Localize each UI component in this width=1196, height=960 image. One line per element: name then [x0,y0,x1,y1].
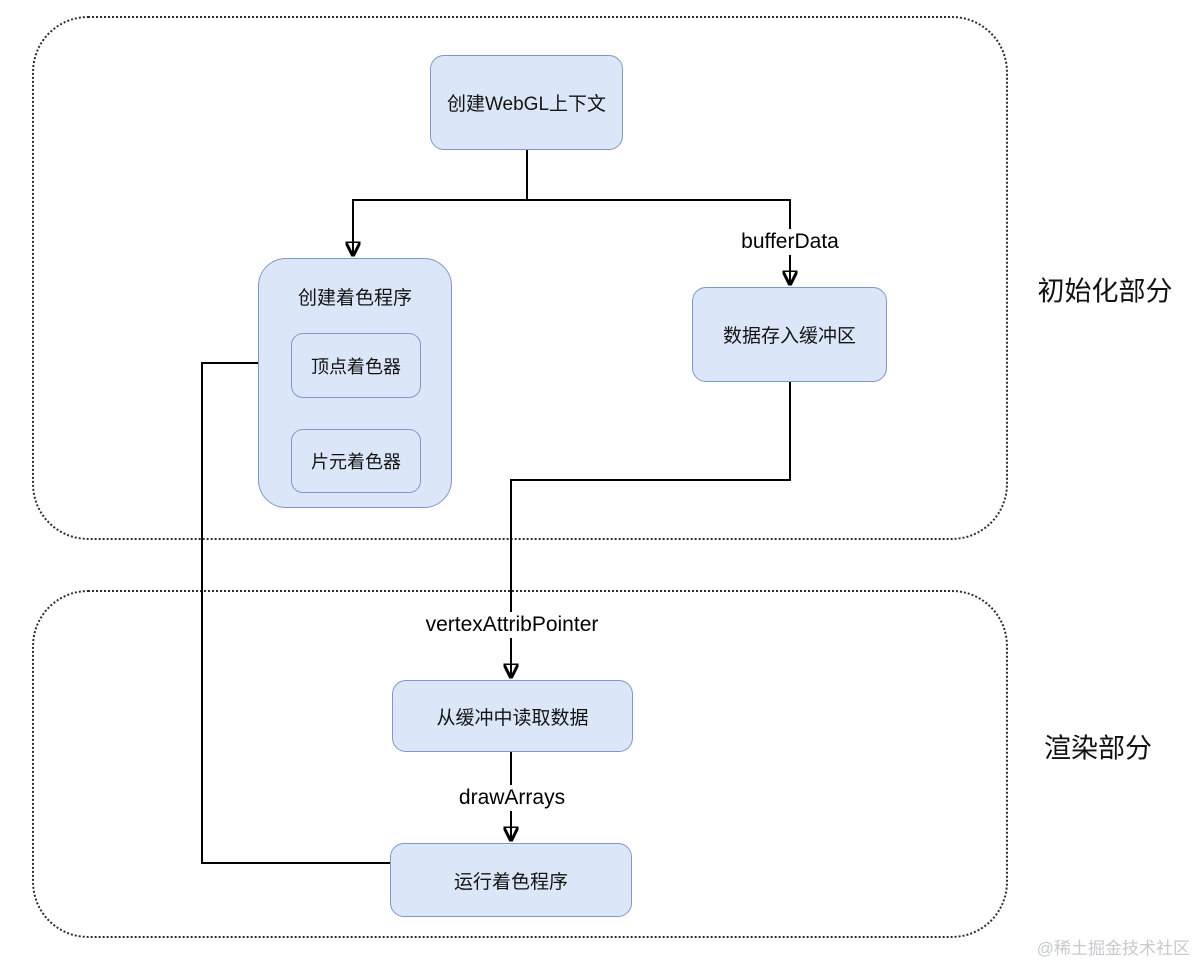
node-vertex-shader: 顶点着色器 [291,333,421,398]
init-section-title: 初始化部分 [1037,276,1173,307]
node-create-shader-program: 创建着色程序 顶点着色器 片元着色器 [258,258,452,508]
node-store-data-in-buffer: 数据存入缓冲区 [692,287,887,382]
render-section-title: 渲染部分 [1044,733,1152,764]
node-create-webgl-context: 创建WebGL上下文 [430,55,623,150]
node-fragment-shader: 片元着色器 [291,429,421,493]
edge-label-bufferdata: bufferData [734,229,846,255]
node-store-data-in-buffer-label: 数据存入缓冲区 [722,326,856,347]
node-read-data-from-buffer-label: 从缓冲中读取数据 [436,707,589,729]
node-run-shader-program: 运行着色程序 [390,843,632,917]
node-vertex-shader-label: 顶点着色器 [311,356,401,377]
edge-label-drawarrays: drawArrays [451,785,573,811]
node-fragment-shader-label: 片元着色器 [311,452,401,472]
node-create-shader-program-label: 创建着色程序 [297,288,412,309]
edge-label-vertexattribpointer: vertexAttribPointer [418,612,606,638]
node-create-webgl-context-label: 创建WebGL上下文 [446,94,607,115]
node-read-data-from-buffer: 从缓冲中读取数据 [392,680,633,752]
watermark: @稀土掘金技术社区 [1036,939,1190,958]
node-run-shader-program-label: 运行着色程序 [453,871,568,893]
